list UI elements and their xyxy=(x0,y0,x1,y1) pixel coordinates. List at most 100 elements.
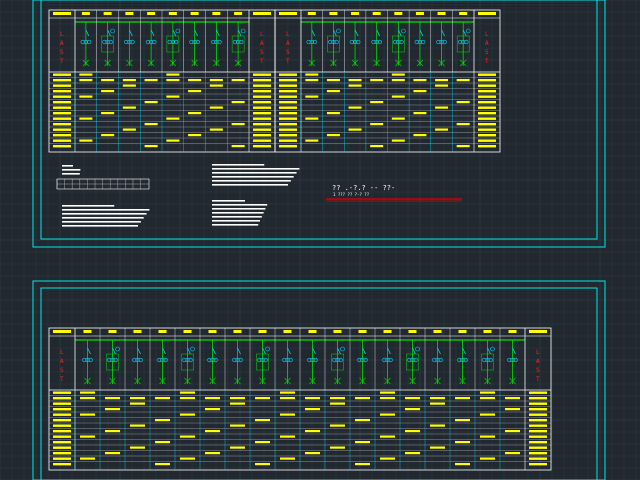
feeder-number xyxy=(81,12,90,15)
feeder-number xyxy=(372,12,381,15)
feeder-number xyxy=(212,12,221,15)
note-line xyxy=(212,200,245,202)
note-line xyxy=(212,220,260,222)
switchgear-breaker-icon xyxy=(392,22,406,67)
current-transformer-icon xyxy=(457,357,468,363)
switchgear-breaker-icon xyxy=(327,22,341,67)
switchgear-breaker-icon xyxy=(306,22,318,67)
switchgear-breaker-icon xyxy=(432,340,443,385)
current-transformer-icon xyxy=(107,357,118,363)
side-header xyxy=(279,12,297,15)
switchgear-breaker-icon xyxy=(507,340,518,385)
switchgear-breaker-icon xyxy=(181,340,195,385)
spec-table xyxy=(49,71,275,152)
side-label: A xyxy=(260,40,264,47)
feeder-number xyxy=(308,330,317,333)
switchgear-breaker-icon xyxy=(82,340,93,385)
side-label: L xyxy=(260,31,264,38)
side-label: A xyxy=(286,40,290,47)
side-header xyxy=(53,12,71,15)
feeder-number xyxy=(234,12,243,15)
side-label: S xyxy=(286,49,290,56)
current-transformer-icon xyxy=(232,39,244,45)
feeder-number xyxy=(307,12,316,15)
notes-title: ?? .-?.? -- ??- xyxy=(332,184,395,192)
current-transformer-icon xyxy=(407,357,418,363)
current-transformer-icon xyxy=(382,357,393,363)
notes-block xyxy=(56,164,462,227)
current-transformer-icon xyxy=(282,357,293,363)
current-transformer-icon xyxy=(357,357,368,363)
switchgear-breaker-icon xyxy=(256,340,270,385)
side-label: A xyxy=(536,358,540,365)
current-transformer-icon xyxy=(102,39,113,45)
current-transformer-icon xyxy=(211,39,222,45)
note-line xyxy=(62,165,73,167)
side-label: S xyxy=(485,49,489,56)
feeder-number xyxy=(458,330,467,333)
note-line xyxy=(212,212,264,214)
switchgear-breaker-icon xyxy=(157,340,168,385)
side-label: L xyxy=(286,31,290,38)
switchgear-breaker-icon xyxy=(382,340,393,385)
side-label: A xyxy=(485,40,489,47)
feeder-number xyxy=(133,330,142,333)
switchgear-breaker-icon xyxy=(457,340,468,385)
switchgear-breaker-icon xyxy=(189,22,200,67)
side-label: L xyxy=(536,349,540,356)
feeder-number xyxy=(125,12,134,15)
switchgear-breaker-icon xyxy=(349,22,361,67)
switchgear-breaker-icon xyxy=(211,22,222,67)
current-transformer-icon xyxy=(332,357,343,363)
switchgear-breaker-icon xyxy=(357,340,368,385)
current-transformer-icon xyxy=(232,357,243,363)
side-header xyxy=(478,12,496,15)
note-line xyxy=(212,164,265,166)
current-transformer-icon xyxy=(82,357,93,363)
switchgear-breaker-icon xyxy=(371,22,382,67)
feeder-number xyxy=(433,330,442,333)
feeder-number xyxy=(333,330,342,333)
note-line xyxy=(212,184,288,186)
side-label: A xyxy=(60,40,64,47)
current-transformer-icon xyxy=(80,39,92,45)
current-transformer-icon xyxy=(167,39,179,45)
switchgear-breaker-icon xyxy=(166,22,181,67)
note-line xyxy=(62,225,138,227)
feeder-number xyxy=(158,330,167,333)
note-line xyxy=(62,213,147,215)
switchgear-breaker-icon xyxy=(145,22,157,67)
current-transformer-icon xyxy=(432,357,443,363)
spec-table xyxy=(275,71,500,152)
feeder-number xyxy=(351,12,360,15)
current-transformer-icon xyxy=(306,39,318,45)
feeder-number xyxy=(437,12,446,15)
feeder-number xyxy=(208,330,217,333)
switchgear-breaker-icon xyxy=(481,340,495,385)
switchgear-breaker-icon xyxy=(124,22,135,67)
switchgear-breaker-icon xyxy=(106,340,120,385)
current-transformer-icon xyxy=(189,39,200,45)
switchgear-breaker-icon xyxy=(232,340,243,385)
side-label: A xyxy=(60,358,64,365)
feeder-number xyxy=(108,330,117,333)
feeder-number xyxy=(283,330,292,333)
note-line xyxy=(62,173,80,175)
note-line xyxy=(212,204,268,206)
switchgear-breaker-icon xyxy=(414,22,426,67)
side-label: T xyxy=(260,58,264,65)
side-header xyxy=(253,12,271,15)
feeder-number xyxy=(483,330,492,333)
spec-table xyxy=(49,389,551,470)
switchgear-breaker-icon xyxy=(132,340,143,385)
feeder-number xyxy=(233,330,242,333)
note-line xyxy=(212,172,297,174)
switchgear-breaker-icon xyxy=(436,22,447,67)
switchgear-breaker-icon xyxy=(406,340,420,385)
